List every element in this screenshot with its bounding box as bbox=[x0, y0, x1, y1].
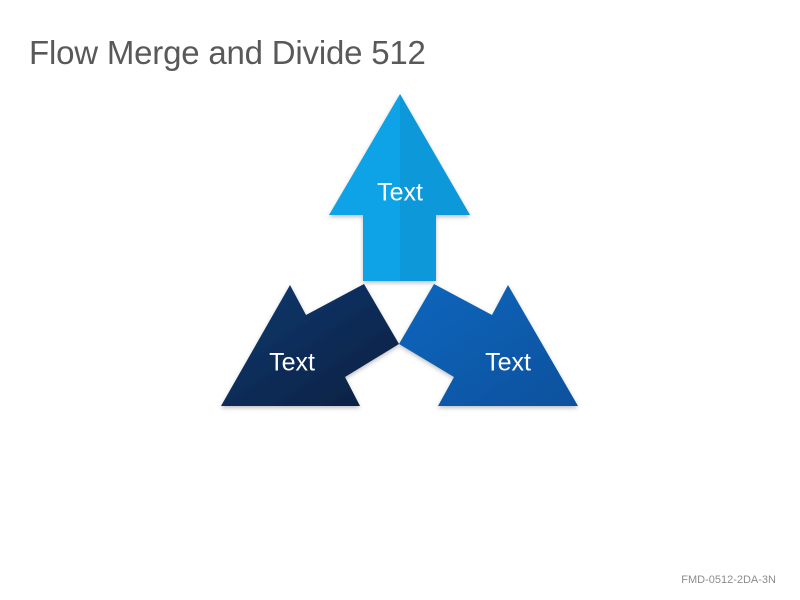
arrow-up: Text bbox=[329, 94, 470, 281]
arrow-down-right: Text bbox=[399, 284, 578, 406]
footer-code: FMD-0512-2DA-3N bbox=[681, 574, 776, 586]
arrow-down-right-shape bbox=[399, 284, 578, 406]
arrow-down-right-label: Text bbox=[485, 349, 531, 377]
arrow-down-left: Text bbox=[221, 284, 399, 406]
slide-title: Flow Merge and Divide 512 bbox=[29, 34, 426, 71]
arrow-up-facet bbox=[400, 94, 470, 281]
arrow-down-left-shape bbox=[221, 284, 399, 406]
arrow-up-label: Text bbox=[377, 179, 423, 207]
arrow-down-left-label: Text bbox=[269, 349, 315, 377]
